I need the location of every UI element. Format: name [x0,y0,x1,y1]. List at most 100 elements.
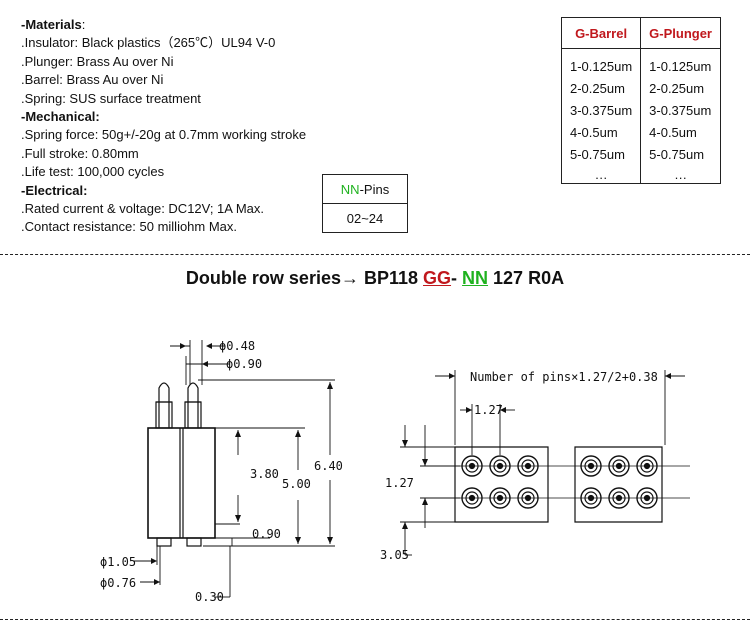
table-row: 2-0.25um 2-0.25um [560,77,721,99]
side-view-arrows [151,343,333,585]
table-cell: 5-0.75um [560,143,642,165]
pin-hole-circle [517,455,539,477]
pin-hole-circle [580,455,602,477]
pin-hole-circle [465,459,479,473]
plunger-spec: .Plunger: Brass Au over Ni [21,53,174,69]
pins-label: -Pins [359,181,390,197]
pin-hole-circle [640,491,654,505]
table-cell: 1-0.125um [640,48,721,77]
table-cell: 2-0.25um [640,77,721,99]
divider-bottom [0,619,750,620]
mechanical-heading: -Mechanical: [21,109,100,125]
table-cell: 2-0.25um [560,77,642,99]
pin-hole-circle [584,459,598,473]
dim-127-v-label: 1.27 [385,476,414,490]
spring-force-spec: .Spring force: 50g+/-20g at 0.7mm workin… [21,127,307,143]
rated-spec: .Rated current & voltage: DC12V; 1A Max. [21,201,265,217]
table-row: 4-0.5um 4-0.5um [560,121,721,143]
table-row: … … [560,165,721,184]
full-stroke-spec: .Full stroke: 0.80mm [21,145,139,161]
pin-hole-circle [524,494,532,502]
dim-048-label: ϕ0.48 [219,339,255,353]
materials-heading: -Materials [21,17,82,32]
materials-line: -Materials: [21,16,306,34]
dim-105-label: ϕ1.05 [100,555,136,569]
pin-hole-circle [524,462,532,470]
pin-hole-circle [608,455,630,477]
dim-076-label: ϕ0.76 [100,576,136,590]
pins-code: NN [340,181,360,197]
pin-hole-circle [587,462,595,470]
pin-hole-circle [493,459,507,473]
table-row: 5-0.75um 5-0.75um [560,143,721,165]
life-test-spec: .Life test: 100,000 cycles [21,164,165,180]
table-cell: … [640,165,721,184]
plating-table: G-Barrel G-Plunger 1-0.125um 1-0.125um 2… [560,17,721,184]
pin-hole-circle [461,487,483,509]
pin-hole-circle [521,491,535,505]
materials-colon: : [81,17,86,32]
table-cell: 4-0.5um [560,121,642,143]
pin-holes [461,455,658,509]
pin-hole-circle [615,494,623,502]
pin-hole-circle [636,455,658,477]
pin-hole-circle [584,491,598,505]
pin-hole-circle [493,491,507,505]
table-row: 1-0.125um 1-0.125um [560,48,721,77]
pin-hole-circle [643,494,651,502]
dim-380-label: 3.80 [250,467,279,481]
pin-hole-circle [521,459,535,473]
dim-090-top-label: ϕ0.90 [226,357,262,371]
pin-hole-circle [580,487,602,509]
pin-hole-circle [468,462,476,470]
dim-640-label: 6.40 [314,459,343,473]
title-prefix: Double row series→ BP118 [185,268,424,288]
table-cell: 1-0.125um [560,48,642,77]
dim-127-h-label: 1.27 [474,403,503,417]
pin-hole-circle [496,494,504,502]
pin-count-code: NN [462,268,489,288]
dim-500-label: 5.00 [282,477,311,491]
pin-hole-circle [496,462,504,470]
footprint-view [400,370,690,556]
dim-305-label: 3.05 [380,548,409,562]
barrel-spec: .Barrel: Brass Au over Ni [21,72,164,88]
table-cell: 4-0.5um [640,121,721,143]
pin-hole-circle [468,494,476,502]
dim-090-label: 0.90 [252,527,281,541]
table-cell: 3-0.375um [560,99,642,121]
part-number-title: Double row series→ BP118 GG- NN 127 R0A [0,268,750,289]
pin-hole-circle [465,491,479,505]
side-view [133,340,335,598]
divider-top [0,254,750,255]
table-cell: … [560,165,642,184]
pin-hole-circle [489,455,511,477]
pin-hole-circle [612,491,626,505]
title-separator: - [451,268,463,288]
electrical-heading: -Electrical: [21,182,88,198]
barrel-code: GG [423,268,452,288]
pins-table: NN-Pins 02~24 [322,174,408,233]
pin-hole-circle [643,462,651,470]
table-cell: 5-0.75um [640,143,721,165]
g-barrel-header: G-Barrel [560,17,642,49]
pin-hole-circle [615,462,623,470]
pin-hole-circle [640,459,654,473]
pin-hole-circle [587,494,595,502]
pin-hole-circle [489,487,511,509]
insulator-spec: .Insulator: Black plastics（265℃）UL94 V-0 [21,35,276,51]
pin-hole-circle [517,487,539,509]
pin-hole-circle [636,487,658,509]
g-plunger-header: G-Plunger [640,17,721,49]
pin-hole-circle [608,487,630,509]
table-cell: 3-0.375um [640,99,721,121]
contact-resistance-spec: .Contact resistance: 50 milliohm Max. [21,219,238,235]
pin-hole-circle [461,455,483,477]
pins-range: 02~24 [322,203,408,233]
specifications: -Materials: .Insulator: Black plastics（2… [21,16,306,237]
pin-hole-circle [612,459,626,473]
title-suffix: 127 R0A [488,268,565,288]
footprint-arrows [402,373,671,529]
spring-spec: .Spring: SUS surface treatment [21,90,201,106]
